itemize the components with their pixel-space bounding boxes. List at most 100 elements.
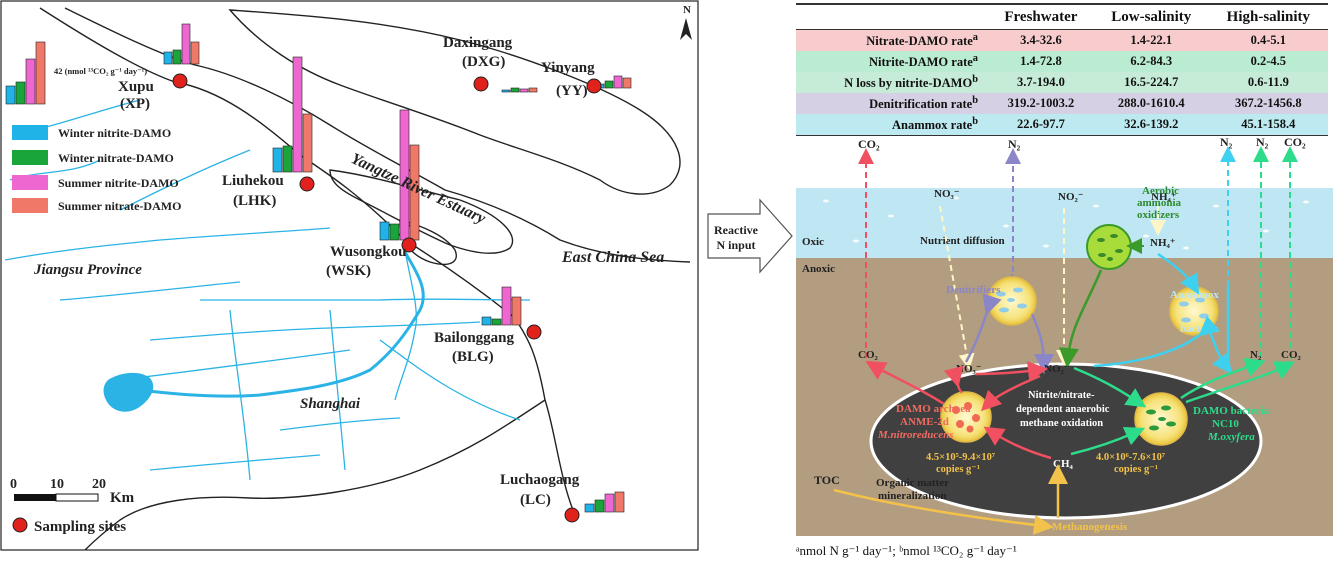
footnote: ᵃnmol N g⁻¹ day⁻¹; ᵇnmol ¹³CO₂ g⁻¹ day⁻¹ <box>796 543 1017 558</box>
svg-text:NH₄⁺: NH₄⁺ <box>1150 237 1176 249</box>
svg-text:(LHK): (LHK) <box>233 193 276 209</box>
svg-text:20: 20 <box>92 477 106 492</box>
svg-text:(WSK): (WSK) <box>326 263 371 279</box>
svg-text:Km: Km <box>110 490 135 506</box>
svg-text:CO₂: CO₂ <box>858 349 879 361</box>
svg-text:Luchaogang: Luchaogang <box>500 472 580 488</box>
svg-text:NO₂⁻: NO₂⁻ <box>1044 363 1070 375</box>
site-bar <box>190 41 200 65</box>
site-bar <box>389 223 400 241</box>
site-bar <box>25 58 36 105</box>
svg-text:CO₂: CO₂ <box>858 137 880 151</box>
svg-text:4.0×10⁶-7.6×10⁷: 4.0×10⁶-7.6×10⁷ <box>1096 452 1165 463</box>
svg-text:Winter nitrite-DAMO: Winter nitrite-DAMO <box>58 126 171 140</box>
svg-text:TOC: TOC <box>814 473 840 487</box>
site-bar <box>491 318 502 326</box>
site-bar <box>510 87 520 93</box>
svg-text:Anammox: Anammox <box>1170 289 1219 301</box>
rivers <box>4 99 531 481</box>
site-bar <box>282 145 293 173</box>
svg-text:N₂: N₂ <box>1256 136 1269 149</box>
svg-text:42 (nmol ¹³CO₂ g⁻¹ day⁻¹): 42 (nmol ¹³CO₂ g⁻¹ day⁻¹) <box>54 66 147 76</box>
svg-text:methane oxidation: methane oxidation <box>1020 418 1103 429</box>
site-bar <box>604 80 614 89</box>
sampling-site-icon <box>12 517 28 533</box>
site-bar <box>292 56 303 173</box>
svg-text:CH₄: CH₄ <box>1053 458 1074 470</box>
lake <box>103 372 154 412</box>
svg-text:10: 10 <box>50 477 64 492</box>
site-bar <box>302 113 313 173</box>
svg-text:CO₂: CO₂ <box>1281 349 1302 361</box>
svg-text:Xupu: Xupu <box>118 79 154 95</box>
site-bar-charts <box>5 23 632 513</box>
map-legend: Winter nitrite-DAMO Winter nitrate-DAMO … <box>12 125 181 213</box>
aerobic-oxidizer-cell <box>1086 224 1132 270</box>
site-bar <box>613 75 623 89</box>
svg-text:Winter nitrate-DAMO: Winter nitrate-DAMO <box>58 151 174 165</box>
site-bar <box>511 296 522 326</box>
svg-text:Summer nitrate-DAMO: Summer nitrate-DAMO <box>58 199 181 213</box>
svg-text:Liuhekou: Liuhekou <box>222 173 284 189</box>
svg-text:ammonia: ammonia <box>1137 197 1182 209</box>
site-bar <box>481 316 492 326</box>
col-low-salinity: Low-salinity <box>1093 3 1209 30</box>
svg-text:Oxic: Oxic <box>802 236 824 248</box>
damo-archaea-cell <box>940 391 992 443</box>
svg-text:(BLG): (BLG) <box>452 349 494 365</box>
table-row: Nitrate-DAMO ratea 3.4-32.6 1.4-22.1 0.4… <box>796 29 1328 51</box>
svg-text:Organic matter: Organic matter <box>876 477 949 489</box>
svg-text:Wusongkou: Wusongkou <box>330 244 406 260</box>
city-label: Shanghai <box>300 396 361 412</box>
svg-text:NC10: NC10 <box>1212 418 1239 430</box>
process-diagram: Oxic Anoxic CO₂ N₂ N₂ N₂ CO₂ NO₃⁻ NO₂⁻ N… <box>796 136 1333 536</box>
svg-text:(DXG): (DXG) <box>462 54 505 70</box>
site-bar <box>622 77 632 89</box>
svg-text:Nutrient diffusion: Nutrient diffusion <box>920 235 1005 247</box>
rates-table: Freshwater Low-salinity High-salinity Ni… <box>796 3 1328 136</box>
svg-text:Aerobic: Aerobic <box>1142 185 1179 197</box>
reactive-n-arrow: Reactive N input <box>707 198 793 274</box>
svg-text:Nitrite/nitrate-: Nitrite/nitrate- <box>1028 390 1095 401</box>
svg-text:NH₄⁺: NH₄⁺ <box>1151 191 1177 203</box>
col-freshwater: Freshwater <box>988 3 1094 30</box>
svg-text:M.oxyfera: M.oxyfera <box>1207 431 1255 443</box>
site-bar <box>604 493 615 513</box>
sea-label: East China Sea <box>561 249 664 266</box>
site-bar <box>528 87 538 93</box>
col-high-salinity: High-salinity <box>1208 3 1328 30</box>
svg-text:N: N <box>683 4 691 16</box>
site-bar <box>594 499 605 513</box>
svg-text:Summer nitrite-DAMO: Summer nitrite-DAMO <box>58 176 179 190</box>
svg-text:Reactive: Reactive <box>714 223 759 237</box>
svg-text:DAMO bacteria: DAMO bacteria <box>1193 405 1270 417</box>
svg-text:(YY): (YY) <box>556 83 588 99</box>
svg-text:copies g⁻¹: copies g⁻¹ <box>1114 464 1158 475</box>
site-bar <box>584 503 595 513</box>
table-row: N loss by nitrite-DAMOb 3.7-194.0 16.5-2… <box>796 72 1328 93</box>
site-bar <box>614 491 625 513</box>
svg-text:Yinyang: Yinyang <box>541 60 595 76</box>
svg-text:DAMO archaea: DAMO archaea <box>896 403 971 415</box>
svg-text:Methanogenesis: Methanogenesis <box>1052 521 1128 533</box>
svg-text:CO₂: CO₂ <box>1284 136 1306 149</box>
svg-text:0: 0 <box>10 477 17 492</box>
table-row: Nitrite-DAMO ratea 1.4-72.8 6.2-84.3 0.2… <box>796 51 1328 72</box>
sampling-sites-label: Sampling sites <box>34 519 126 535</box>
svg-text:M.nitroreducens: M.nitroreducens <box>877 429 954 441</box>
site-bar <box>379 221 390 241</box>
svg-text:N input: N input <box>716 238 755 252</box>
site-bar <box>181 23 191 65</box>
svg-text:N₂: N₂ <box>1008 137 1021 151</box>
svg-text:dependent anaerobic: dependent anaerobic <box>1016 404 1110 415</box>
site-bar <box>519 88 529 93</box>
site-bar <box>163 51 173 65</box>
table-header-row: Freshwater Low-salinity High-salinity <box>796 3 1328 30</box>
svg-text:NO₃⁻: NO₃⁻ <box>934 188 960 200</box>
province-label: Jiangsu Province <box>33 262 142 278</box>
site-labels: Xupu (XP) Daxingang (DXG) Yinyang (YY) L… <box>118 35 595 508</box>
svg-text:Bailonggang: Bailonggang <box>434 330 515 346</box>
svg-text:Denitrifiers: Denitrifiers <box>946 284 1001 296</box>
bubbles <box>823 196 1309 250</box>
svg-text:Anoxic: Anoxic <box>802 263 835 275</box>
